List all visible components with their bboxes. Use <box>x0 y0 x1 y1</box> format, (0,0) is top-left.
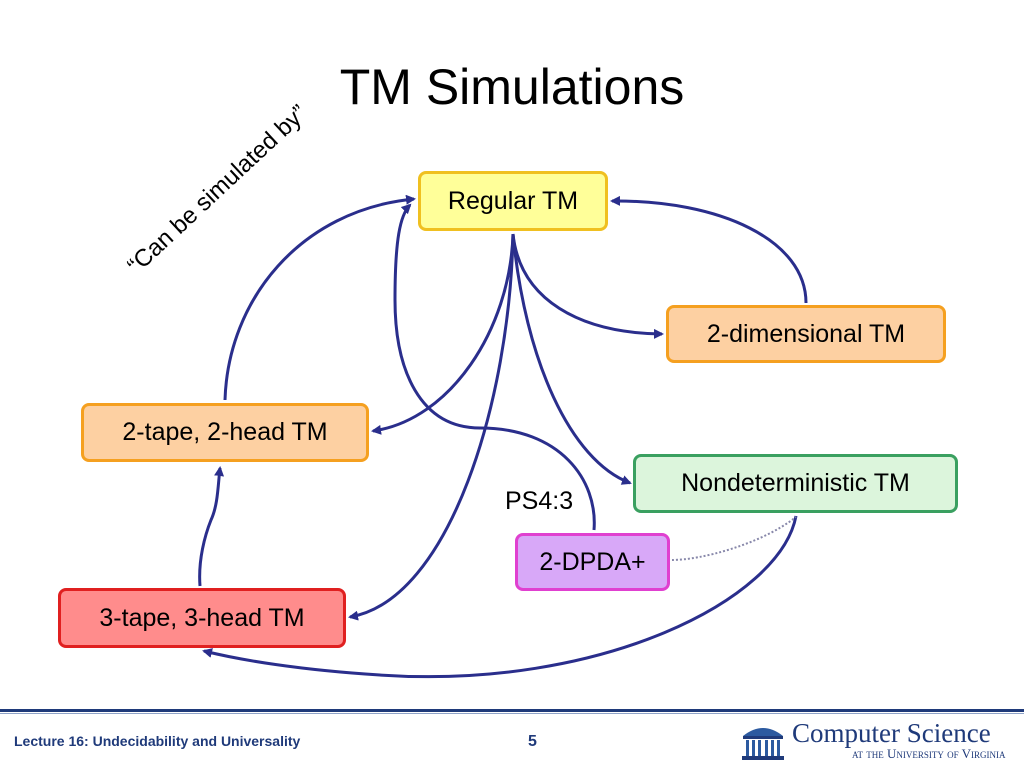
node-2-dpda: 2-DPDA+ <box>515 533 670 591</box>
edge-2tape-to-regular <box>223 194 416 401</box>
department-logo: Computer Science at the University of Vi… <box>740 718 1016 764</box>
dpda-nondet-hatch <box>671 516 797 561</box>
edge-regular-to-nondet <box>511 233 632 485</box>
node-nondeterministic-tm: Nondeterministic TM <box>633 454 958 513</box>
footer-divider-thin <box>0 713 1024 714</box>
footer-divider <box>0 709 1024 712</box>
ps-label: PS4:3 <box>505 487 574 515</box>
footer-lecture: Lecture 16: Undecidability and Universal… <box>14 733 301 749</box>
slide-title: TM Simulations <box>339 59 685 115</box>
edge-nondet-to-3tape <box>202 515 798 679</box>
node-regular-tm: Regular TM <box>418 171 608 231</box>
logo-title: Computer Science <box>792 718 991 748</box>
edge-regular-to-3tape <box>348 233 515 621</box>
edge-regular-to-2dim <box>511 233 664 339</box>
node-2-dimensional-tm: 2-dimensional TM <box>666 305 946 363</box>
diagram-edges <box>198 194 808 679</box>
edge-regular-to-2tape <box>371 233 515 435</box>
edge-3tape-to-2tape <box>198 466 225 587</box>
logo-subtitle: at the University of Virginia <box>852 746 1006 761</box>
rotunda-icon <box>742 728 784 760</box>
node-2-tape-tm: 2-tape, 2-head TM <box>81 403 369 462</box>
node-3-tape-tm: 3-tape, 3-head TM <box>58 588 346 648</box>
edge-2dim-to-regular <box>610 195 808 304</box>
page-number: 5 <box>528 733 537 750</box>
edge-dpda-to-regular <box>393 203 596 531</box>
